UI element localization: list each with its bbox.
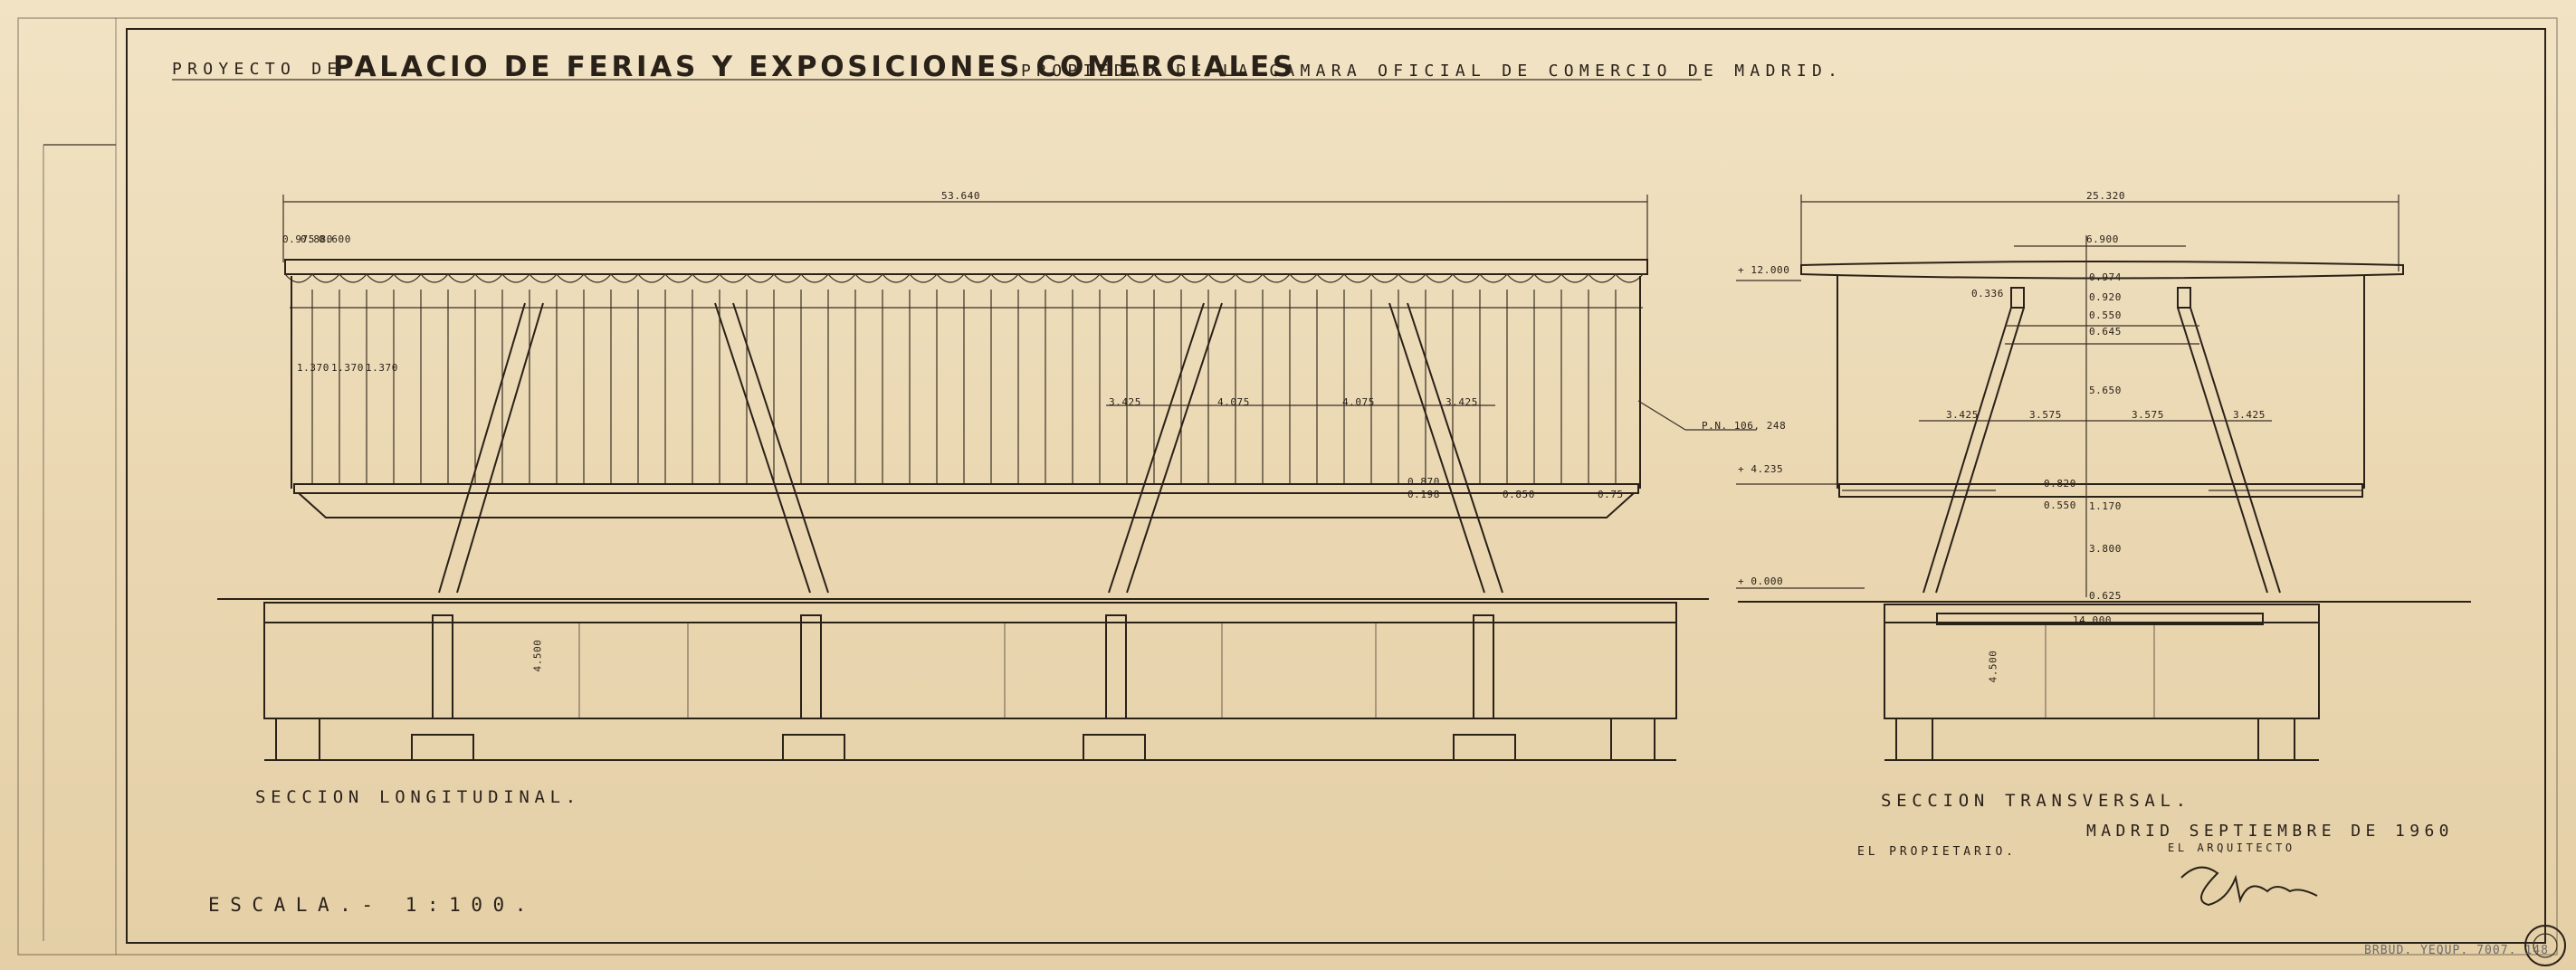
dim-trans-v6: 5.650	[2089, 385, 2122, 396]
dim-trans-inner: 6.900	[2086, 233, 2119, 245]
title-main: PALACIO DE FERIAS Y EXPOSICIONES COMERCI…	[333, 51, 1296, 83]
dim-trans-level-mid: + 4.235	[1738, 463, 1784, 475]
struts-trans	[1922, 307, 2281, 594]
roof-upright-left	[2010, 287, 2025, 309]
floor-beam-long	[293, 483, 1639, 494]
title-suffix: PROPIEDAD DE LA CAMARA OFICIAL DE COMERC…	[1021, 62, 1844, 81]
dim-trans-v3: 0.550	[2089, 309, 2122, 321]
dim-long-top-b: 0.880	[301, 233, 333, 245]
dim-long-top-a: 0.975	[282, 233, 315, 245]
archive-stamp	[2524, 925, 2566, 966]
outer-paper-edge	[17, 17, 2558, 956]
basement-trans	[1884, 604, 2320, 761]
struts-long	[438, 302, 1503, 594]
scale-label: ESCALA.- 1:100.	[208, 894, 537, 916]
pencil-note: BRBUD. YEQUP. 7007. 148	[2364, 944, 2549, 957]
dim-long-top-c: 0.600	[319, 233, 351, 245]
dim-long-low-c: 0.850	[1503, 489, 1535, 500]
section-transversal-label: SECCION TRANSVERSAL.	[1881, 791, 2191, 811]
owner-label: EL PROPIETARIO.	[1857, 845, 2017, 859]
dim-long-low-b: 0.198	[1407, 489, 1440, 500]
longitudinal-section	[217, 195, 1756, 761]
floor-underside-long	[298, 492, 1635, 518]
dim-long-bay-1: 3.425	[1109, 396, 1141, 408]
dim-long-basement: 4.500	[531, 639, 544, 672]
dim-long-rib-c: 1.370	[366, 362, 398, 374]
dim-trans-basement: 4.500	[1987, 650, 1999, 683]
roof-arches-long	[284, 273, 1644, 283]
roof-slab-trans	[1800, 261, 2404, 280]
dim-trans-v1: 0.974	[2089, 271, 2122, 283]
dim-trans-base: 14.000	[2073, 614, 2113, 626]
dim-trans-v10: 3.800	[2089, 543, 2122, 555]
transversal-section	[1736, 195, 2471, 761]
dim-long-bay-3: 4.075	[1342, 396, 1375, 408]
dim-trans-overall: 25.320	[2086, 190, 2126, 202]
architect-label: EL ARQUITECTO	[2168, 842, 2295, 854]
dim-trans-v7: 0.820	[2044, 478, 2076, 490]
dim-trans-h3: 3.575	[2132, 409, 2164, 421]
dim-trans-h1: 3.425	[1946, 409, 1979, 421]
dim-long-pn: P.N. 106, 248	[1702, 420, 1787, 432]
roof-beam-long	[284, 259, 1648, 275]
dim-long-rib-a: 1.370	[297, 362, 329, 374]
dim-trans-v4: 0.645	[2089, 326, 2122, 338]
dim-trans-h2: 3.575	[2029, 409, 2062, 421]
dim-long-overall: 53.640	[941, 190, 981, 202]
title-prefix: PROYECTO DE	[172, 60, 343, 79]
dim-trans-v11: 0.625	[2089, 590, 2122, 602]
dim-long-low-a: 0.870	[1407, 476, 1440, 488]
vertical-ribs-long	[311, 290, 1617, 484]
dim-long-low-d: 0.75	[1598, 489, 1624, 500]
dim-trans-v2: 0.920	[2089, 291, 2122, 303]
architect-signature	[2180, 866, 2318, 907]
dim-trans-v9: 1.170	[2089, 500, 2122, 512]
dim-long-rib-b: 1.370	[331, 362, 364, 374]
dim-trans-level-ground: + 0.000	[1738, 575, 1784, 587]
section-longitudinal-label: SECCION LONGITUDINAL.	[255, 787, 581, 807]
dim-trans-v5: 0.336	[1971, 288, 2004, 300]
date-label: MADRID SEPTIEMBRE DE 1960	[2086, 822, 2454, 841]
dim-long-bay-4: 3.425	[1445, 396, 1478, 408]
dim-long-bay-2: 4.075	[1217, 396, 1250, 408]
roof-upright-right	[2177, 287, 2191, 309]
dim-trans-v8: 0.550	[2044, 499, 2076, 511]
dim-trans-level-top: + 12.000	[1738, 264, 1790, 276]
sheet-border	[126, 28, 2546, 944]
dim-trans-h4: 3.425	[2233, 409, 2266, 421]
basement-long	[263, 602, 1677, 761]
